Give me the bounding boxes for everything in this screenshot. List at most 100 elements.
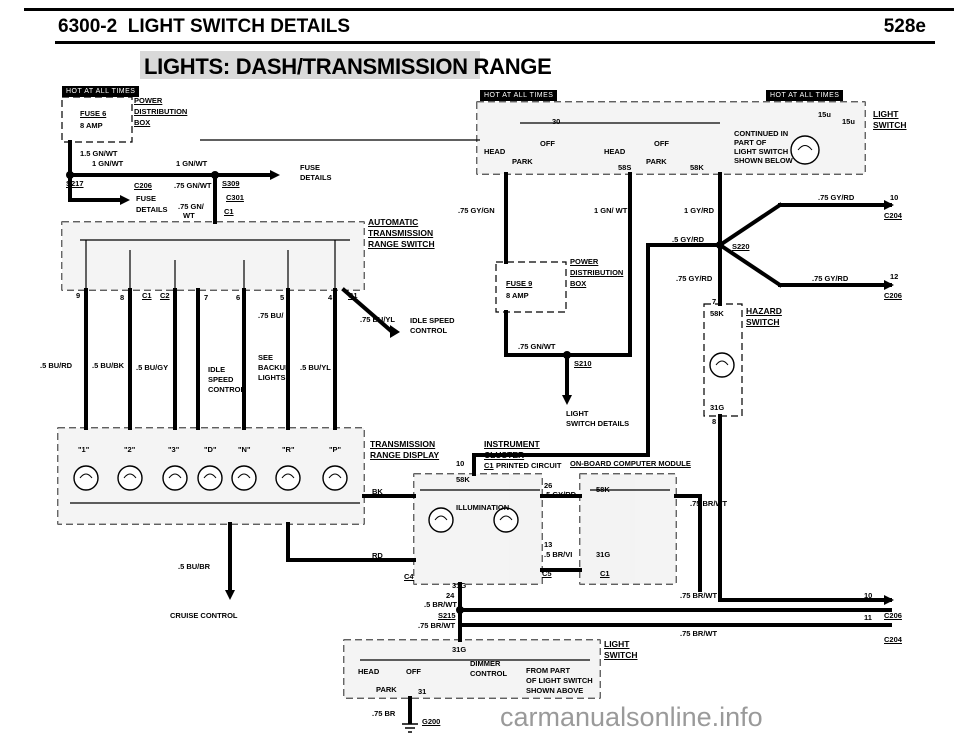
wire-label: .5 BU/GY — [136, 363, 169, 372]
pin-number: 10 — [456, 459, 465, 468]
pin-number: 6 — [236, 293, 241, 302]
pin-number: 12 — [890, 272, 899, 281]
idle-box-label: SPEED — [208, 375, 234, 384]
light-sw-details: SWITCH DETAILS — [566, 419, 630, 428]
pin-label: 15u — [818, 110, 831, 119]
connector-label: C206 — [884, 611, 902, 620]
idle-box-label: IDLE — [208, 365, 226, 374]
pin-label: 58S — [618, 163, 632, 172]
switch-pos: PARK — [512, 157, 533, 166]
hot-tag: HOT AT ALL TIMES — [480, 90, 558, 101]
illumination-label: ILLUMINATION — [456, 503, 510, 512]
range-letter: "P" — [329, 445, 342, 454]
idle-speed-label: CONTROL — [410, 326, 448, 335]
light-sw-details: LIGHT — [566, 409, 589, 418]
light-switch-label: SWITCH — [604, 650, 638, 660]
power-label: DISTRIBUTION — [570, 268, 624, 277]
continued-label: PART OF — [734, 138, 767, 147]
splice-label: S215 — [438, 611, 456, 620]
see-label: BACKUP — [258, 363, 291, 372]
pin-label: 30 — [552, 117, 561, 126]
switch-pos: HEAD — [358, 667, 380, 676]
pin-number: 11 — [864, 613, 872, 622]
splice-label: S220 — [732, 242, 750, 251]
wire-label: .5 BU/BR — [178, 562, 211, 571]
connector-label: C1 — [224, 207, 234, 216]
wire-label: 1 GY/RD — [684, 206, 715, 215]
hot-tag: HOT AT ALL TIMES — [62, 86, 140, 97]
hazard-label: SWITCH — [746, 317, 780, 327]
wire-label: .75 BU/YL — [360, 315, 396, 324]
pin-number: 7 — [204, 293, 209, 302]
power-label: BOX — [134, 118, 151, 127]
pin-label: 31G — [710, 403, 725, 412]
pin-label: 58K — [596, 485, 610, 494]
connector-label: C5 — [542, 569, 552, 578]
wire-label: .5 GY/RD — [672, 235, 705, 244]
connector-label: C1 — [484, 461, 494, 470]
pin-number: 13 — [544, 540, 553, 549]
wire-label: 1 GN/ WT — [594, 206, 628, 215]
wire-label: .5 BU/RD — [40, 361, 73, 370]
page-title: 6300-2 LIGHT SWITCH DETAILS — [58, 16, 350, 38]
pin-number: 7 — [712, 297, 717, 306]
wire-label: .75 GN/WT — [518, 342, 556, 351]
power-label: DISTRIBUTION — [134, 107, 188, 116]
pin-label: 15u — [842, 117, 855, 126]
wire-label: WT — [183, 211, 195, 220]
wire-label: .75 GY/RD — [818, 193, 855, 202]
wire-label: 1.5 GN/WT — [80, 149, 118, 158]
range-letter: "R" — [282, 445, 295, 454]
range-letter: "1" — [78, 445, 90, 454]
switch-pos: HEAD — [604, 147, 626, 156]
fuse-amp: 8 AMP — [80, 121, 103, 130]
wire-label: .75 BU/ — [258, 311, 284, 320]
wire-label: .5 BR/WT — [424, 600, 457, 609]
fuse-details-label: FUSE — [300, 163, 321, 172]
connector-label: C1 — [142, 291, 152, 300]
wire-label: .5 BR/VI — [544, 550, 573, 559]
wire-label: .75 BR/WT — [690, 499, 728, 508]
splice-label: S210 — [574, 359, 592, 368]
fuse-amp: 8 AMP — [506, 291, 529, 300]
connector-label: C1 — [348, 291, 358, 300]
pin-number: 8 — [712, 417, 717, 426]
fuse-details-label: DETAILS — [300, 173, 332, 182]
dimmer-label: DIMMER — [470, 659, 501, 668]
range-letter: "3" — [168, 445, 180, 454]
connector-label: C4 — [404, 572, 414, 581]
wire-label: .75 GN/ — [178, 202, 204, 211]
from-part-label: SHOWN ABOVE — [526, 686, 584, 695]
from-part-label: FROM PART — [526, 666, 571, 675]
pin-number: 10 — [890, 193, 899, 202]
pin-number: 4 — [328, 293, 333, 302]
fuse-details-label: FUSE — [136, 194, 157, 203]
wire-label: 1 GN/WT — [176, 159, 208, 168]
connector-label: C1 — [600, 569, 610, 578]
wire-label: .75 GY/RD — [676, 274, 713, 283]
page-ref: 6300-2 — [58, 16, 118, 37]
power-label: POWER — [570, 257, 599, 266]
power-label: POWER — [134, 96, 163, 105]
from-part-label: OF LIGHT SWITCH — [526, 676, 593, 685]
model-code: 528e — [883, 16, 926, 37]
power-label: BOX — [570, 279, 587, 288]
power-box-right — [495, 261, 567, 313]
pin-number: 9 — [76, 291, 81, 300]
wire-label: .75 BR/WT — [680, 591, 718, 600]
cluster-label: INSTRUMENT — [484, 439, 540, 449]
pin-label: 58K — [690, 163, 704, 172]
wire-label: .75 BR/WT — [418, 621, 456, 630]
range-letter: "N" — [238, 445, 251, 454]
component-label: AUTOMATIC — [368, 217, 419, 227]
wire-label: .75 BR — [372, 709, 396, 718]
switch-pos: OFF — [406, 667, 421, 676]
pin-label: 31G — [452, 581, 467, 590]
pin-label: 58K — [710, 309, 724, 318]
switch-pos: PARK — [646, 157, 667, 166]
component-label: TRANSMISSION — [368, 228, 434, 238]
wire-label: .75 BR/WT — [680, 629, 718, 638]
idle-box-label: CONTROL — [208, 385, 246, 394]
fuse-label: FUSE 6 — [80, 109, 107, 118]
pin-label: 31G — [596, 550, 611, 559]
